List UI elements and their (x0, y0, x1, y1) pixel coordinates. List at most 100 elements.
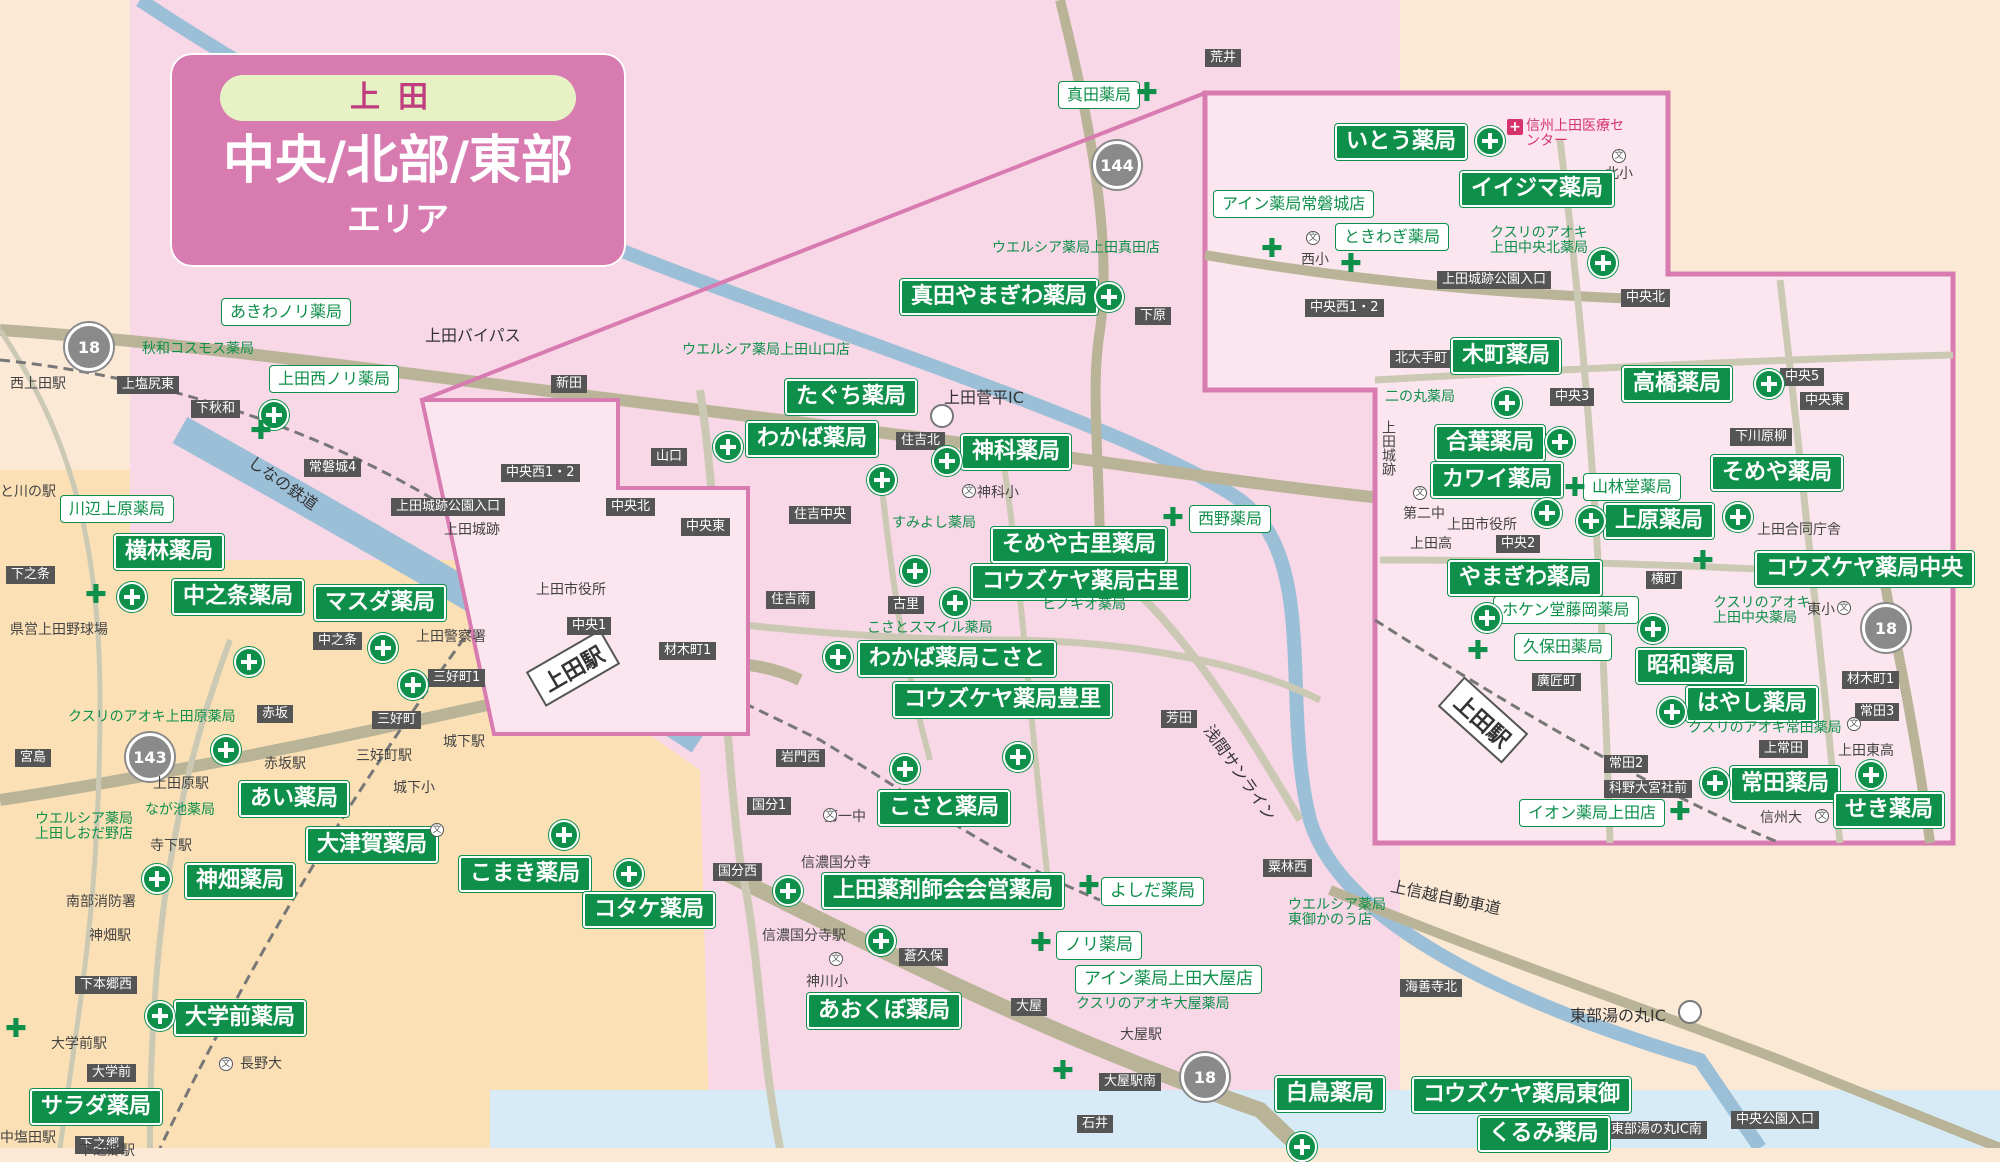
pharmacy-label[interactable]: 上田西ノリ薬局 (270, 366, 399, 392)
inset-pharmacy-label[interactable]: 山林堂薬局 (1584, 474, 1681, 500)
pharmacy-label[interactable]: あい薬局 (239, 781, 350, 818)
inset-junction-label: 中央北 (1621, 289, 1671, 308)
place-label: 大学前駅 (51, 1036, 107, 1052)
pharmacy-label[interactable]: こさと薬局 (878, 790, 1011, 827)
inset-pharmacy-label[interactable]: 久保田薬局 (1515, 634, 1612, 660)
place-label: 神川小 (806, 974, 848, 990)
pharmacy-cross-icon (823, 642, 853, 672)
pharmacy-cross-icon (1003, 742, 1033, 772)
pharmacy-label[interactable]: コウズケヤ薬局古里 (971, 564, 1191, 601)
pharmacy-label[interactable]: こまき薬局 (459, 856, 592, 893)
pharmacy-label[interactable]: 西野薬局 (1190, 506, 1271, 532)
school-icon: 文 (1306, 231, 1320, 245)
route-shield: 18 (1862, 604, 1910, 652)
pharmacy-label[interactable]: 上田薬剤師会会営薬局 (822, 873, 1065, 910)
pharmacy-label[interactable]: コウズケヤ薬局豊里 (893, 682, 1113, 719)
junction-label: 材木町1 (659, 642, 717, 661)
inset-pharmacy-label[interactable]: 高橋薬局 (1622, 366, 1733, 403)
inset-pharmacy-label[interactable]: ときわぎ薬局 (1336, 224, 1449, 250)
pharmacy-label[interactable]: そめや古里薬局 (991, 527, 1168, 564)
pharmacy-label[interactable]: サラダ薬局 (30, 1089, 163, 1126)
place-label: 神畑駅 (89, 928, 131, 944)
inset-pharmacy-label[interactable]: カワイ薬局 (1431, 462, 1564, 499)
inset-pharmacy-label[interactable]: 常田薬局 (1730, 766, 1841, 803)
pharmacy-cross-icon (211, 735, 241, 765)
inset-pharmacy-label[interactable]: アイン薬局常磐城店 (1214, 191, 1374, 217)
pharmacy-label[interactable]: わかば薬局こさと (858, 641, 1057, 678)
inset-pharmacy-label[interactable]: せき薬局 (1834, 792, 1945, 829)
inset-pharmacy-label[interactable]: ホケン堂藤岡薬局 (1494, 597, 1638, 623)
pharmacy-label[interactable]: たぐち薬局 (785, 379, 918, 416)
pharmacy-label[interactable]: あおくぼ薬局 (807, 993, 962, 1030)
pharmacy-label[interactable]: 横林薬局 (114, 534, 225, 571)
pharmacy-label[interactable]: アイン薬局上田大屋店 (1076, 966, 1262, 993)
inset-pharmacy-label[interactable]: 木町薬局 (1451, 338, 1562, 375)
pharmacy-cross-icon (145, 1001, 175, 1031)
pharmacy-label[interactable]: 神畑薬局 (185, 863, 296, 900)
junction-label: 海善寺北 (1400, 979, 1463, 998)
inset-junction-label: 北大手町 (1390, 350, 1453, 369)
pharmacy-label[interactable]: 川辺上原薬局 (61, 496, 174, 522)
pharmacy-label[interactable]: 真田薬局 (1059, 82, 1140, 108)
school-icon: 文 (1815, 809, 1829, 823)
inset-pharmacy-label[interactable]: コウズケヤ薬局中央 (1755, 551, 1975, 588)
junction-label: 住吉北 (896, 432, 946, 451)
inset-pharmacy-label[interactable]: 合葉薬局 (1435, 425, 1546, 462)
place-label: 下之郷駅 (79, 1143, 135, 1159)
inset-leader-line (421, 91, 1206, 402)
pharmacy-cross-icon (234, 647, 264, 677)
pharmacy-label[interactable]: 大津賀薬局 (306, 827, 439, 864)
inset-pharmacy-label[interactable]: そめや薬局 (1711, 455, 1844, 492)
pharmacy-cross-icon (368, 633, 398, 663)
pharmacy-label[interactable]: 白鳥薬局 (1275, 1076, 1386, 1113)
interchange-label: 東部湯の丸IC (1570, 1006, 1666, 1025)
inset-junction-label: 上常田 (1759, 740, 1809, 759)
inset-pharmacy-label[interactable]: はやし薬局 (1686, 686, 1819, 723)
inset-junction-label: 下川原柳 (1730, 428, 1793, 447)
pharmacy-label[interactable]: 神科薬局 (961, 434, 1072, 471)
place-label: 城下小 (393, 780, 435, 796)
pharmacy-label[interactable]: よしだ薬局 (1102, 878, 1203, 905)
pharmacy-label[interactable]: コタケ薬局 (583, 892, 716, 929)
place-label: 南部消防署 (66, 894, 136, 910)
place-label: 信濃国分寺駅 (762, 928, 846, 944)
pharmacy-label[interactable]: コウズケヤ薬局東御 (1412, 1077, 1632, 1114)
junction-label: 岩門西 (776, 749, 826, 768)
junction-label: 中央北 (606, 498, 656, 517)
pharmacy-label[interactable]: マスダ薬局 (314, 585, 447, 622)
inset-pharmacy-label[interactable]: イイジマ薬局 (1460, 171, 1615, 208)
junction-label: 下之条 (6, 566, 56, 585)
inset-junction-label: 横町 (1646, 571, 1683, 590)
pharmacy-label-small: クスリのアオキ大屋薬局 (1076, 996, 1230, 1012)
interchange-label: 上田菅平IC (944, 388, 1024, 407)
junction-label: 下秋和 (191, 400, 241, 419)
pharmacy-label[interactable]: あきわノリ薬局 (222, 299, 351, 325)
pharmacy-label-small: ウエルシア薬局 東御かのう店 (1288, 897, 1386, 929)
pharmacy-label[interactable]: 真田やまぎわ薬局 (900, 279, 1099, 316)
inset-pharmacy-label[interactable]: やまぎわ薬局 (1448, 560, 1603, 597)
inset-junction-label: 中央5 (1780, 368, 1825, 387)
junction-label: 古里 (888, 596, 925, 615)
interchange-icon (930, 404, 954, 428)
inset-pharmacy-cross-icon (1657, 697, 1687, 727)
pharmacy-label[interactable]: わかば薬局 (746, 421, 879, 458)
hospital-label: 信州上田医療センター (1526, 118, 1624, 150)
pharmacy-label[interactable]: 中之条薬局 (172, 579, 305, 616)
pharmacy-label[interactable]: くるみ薬局 (1478, 1116, 1610, 1153)
inset-pharmacy-label[interactable]: 上原薬局 (1604, 503, 1715, 540)
pharmacy-cross-icon (398, 670, 428, 700)
inset-pharmacy-label[interactable]: いとう薬局 (1335, 124, 1468, 161)
pharmacy-cross-icon (900, 556, 930, 586)
inset-pharmacy-label[interactable]: イオン薬局上田店 (1520, 800, 1665, 826)
pharmacy-cross-icon (940, 588, 970, 618)
pharmacy-label[interactable]: 大学前薬局 (174, 1000, 307, 1037)
inset-pharmacy-label[interactable]: 昭和薬局 (1636, 648, 1747, 685)
pharmacy-plus-icon: ✚ (1078, 871, 1100, 901)
pharmacy-label[interactable]: ノリ薬局 (1057, 932, 1141, 959)
inset-junction-label: 中央西1・2 (1305, 299, 1384, 318)
place-label: 赤坂駅 (264, 756, 306, 772)
inset-place-label: 第二中 (1403, 506, 1445, 522)
place-label: 西上田駅 (10, 376, 66, 392)
road-minor-d (0, 328, 103, 1148)
junction-label: 常磐城4 (304, 459, 362, 478)
